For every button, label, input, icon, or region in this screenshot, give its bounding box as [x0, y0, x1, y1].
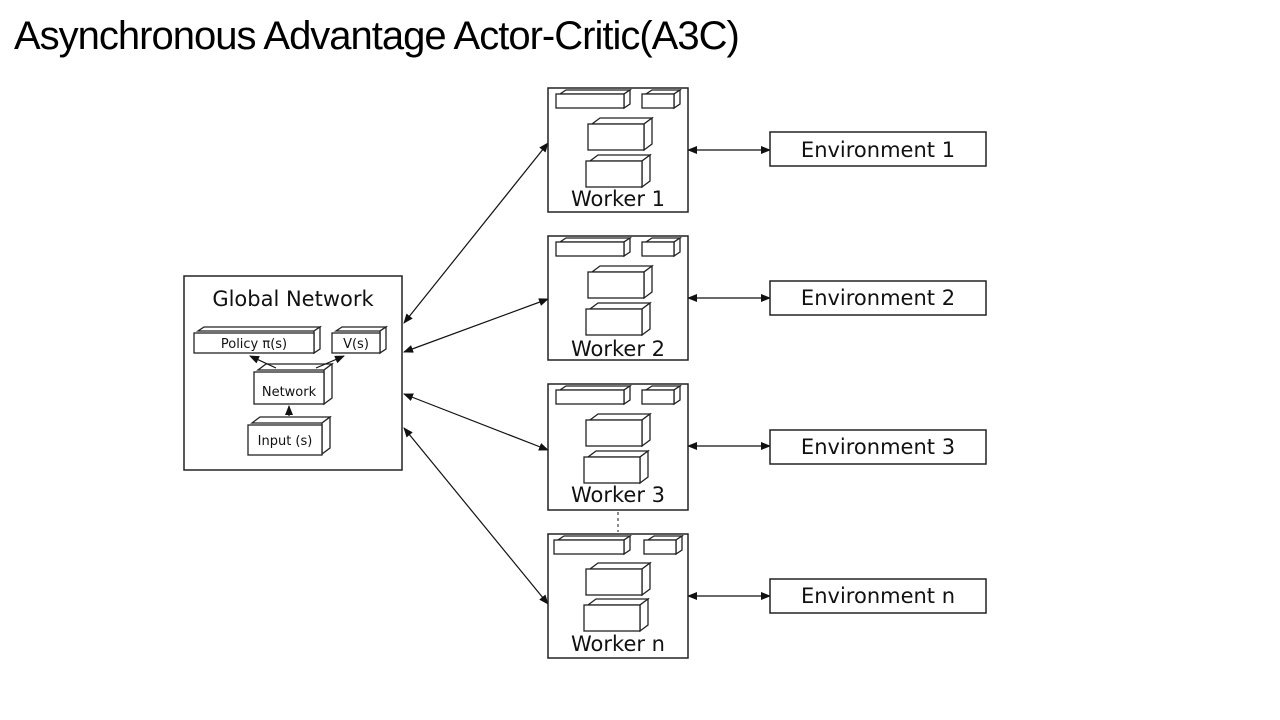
worker-1-cubes	[555, 88, 683, 189]
worker-3-cubes	[555, 384, 683, 485]
policy-block: Policy π(s)	[193, 325, 323, 355]
environment-node: Environment 2	[769, 280, 987, 316]
network-to-policy-arrow	[249, 355, 277, 369]
edge-global-network-to-worker-2	[403, 298, 549, 353]
worker-node: Worker 3	[547, 383, 689, 511]
worker-3-label: Worker 3	[571, 483, 665, 507]
edges-layer	[403, 142, 771, 605]
input-label: Input (s)	[258, 434, 313, 449]
environment-node: Environment 3	[769, 429, 987, 465]
worker-n-label: Worker n	[571, 632, 665, 656]
value-block: V(s)	[331, 325, 389, 355]
edge-global-network-to-worker-n	[403, 427, 549, 605]
global-network-node: Global Network Policy π(s) V(s) Network …	[183, 275, 403, 471]
environment-2-label: Environment 2	[801, 286, 955, 310]
worker-node: Worker 2	[547, 235, 689, 361]
network-to-value-arrow	[315, 355, 345, 369]
environment-3-label: Environment 3	[801, 435, 955, 459]
worker-n-cubes	[553, 534, 685, 633]
worker-1-label: Worker 1	[571, 187, 665, 211]
worker-2-cubes	[555, 236, 683, 337]
network-label: Network	[262, 385, 317, 400]
policy-label: Policy π(s)	[221, 337, 287, 352]
input-block: Input (s)	[247, 415, 332, 456]
environment-node: Environment 1	[769, 131, 987, 167]
edge-global-network-to-worker-3	[403, 393, 549, 451]
environment-n-label: Environment n	[801, 584, 955, 608]
environment-1-label: Environment 1	[801, 138, 955, 162]
worker-node: Worker n	[547, 533, 689, 659]
worker-2-label: Worker 2	[571, 337, 665, 361]
slide-title: Asynchronous Advantage Actor-Critic(A3C)	[14, 14, 740, 58]
environment-node: Environment n	[769, 578, 987, 614]
network-block: Network	[253, 362, 334, 406]
edge-global-network-to-worker-1	[403, 142, 549, 324]
global-network-label: Global Network	[212, 287, 374, 311]
worker-node: Worker 1	[547, 87, 689, 213]
value-label: V(s)	[343, 337, 369, 352]
